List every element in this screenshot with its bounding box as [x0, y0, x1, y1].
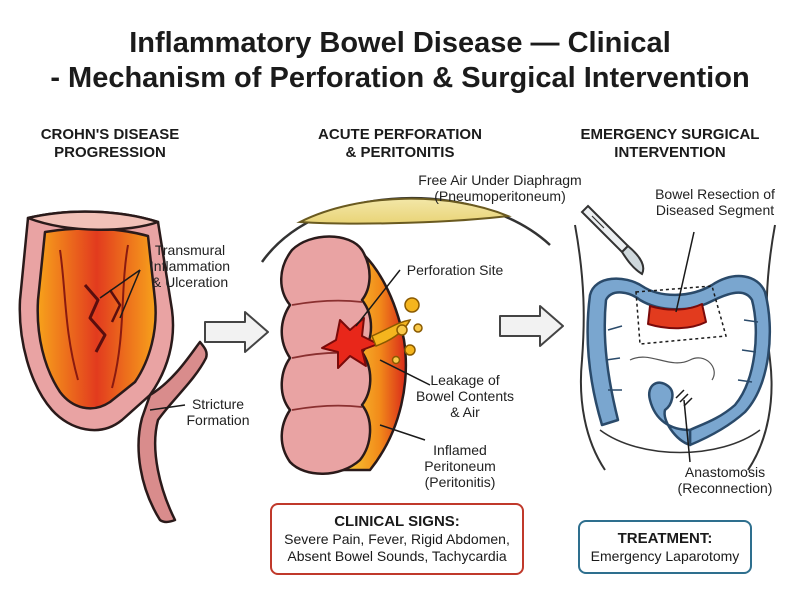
label-anastomosis: Anastomosis(Reconnection): [677, 464, 773, 496]
treatment-box: TREATMENT: Emergency Laparotomy: [578, 520, 752, 574]
resection-boundary: [635, 285, 727, 345]
treatment-title: TREATMENT:: [617, 530, 713, 547]
clinical-signs-line-2: Absent Bowel Sounds, Tachycardia: [287, 548, 507, 564]
perforation-leader-lines: [355, 269, 431, 441]
label-perforation-site: Perforation Site: [406, 262, 504, 278]
colon: [586, 274, 772, 447]
clinical-signs-title: CLINICAL SIGNS:: [334, 513, 460, 530]
surgery-leader-lines: [675, 231, 695, 463]
clinical-signs-line-1: Severe Pain, Fever, Rigid Abdomen,: [284, 531, 510, 547]
label-free-air: Free Air Under Diaphragm(Pneumoperitoneu…: [418, 172, 582, 204]
perforated-bowel: [280, 235, 408, 475]
scalpel-icon: [580, 204, 645, 276]
clinical-signs-box: CLINICAL SIGNS: Severe Pain, Fever, Rigi…: [270, 503, 524, 575]
arrow-1: [204, 311, 269, 353]
crohns-leader-lines: [99, 269, 186, 411]
section-title-perforation: ACUTE PERFORATION& PERITONITIS: [318, 126, 482, 161]
main-title-line-1: Inflammatory Bowel Disease — Clinical: [129, 27, 671, 59]
free-air-crescent: [296, 197, 512, 225]
leakage-droplets: [371, 297, 423, 365]
abdomen-outline: [574, 224, 776, 471]
arrow-2: [499, 305, 564, 347]
treatment-line-1: Emergency Laparotomy: [590, 548, 740, 564]
main-title-line-2: - Mechanism of Perforation & Surgical In…: [50, 62, 750, 94]
